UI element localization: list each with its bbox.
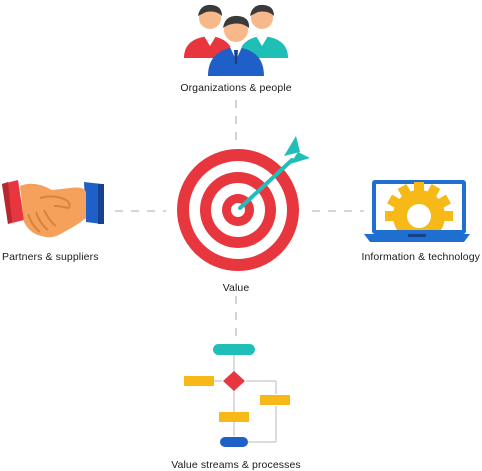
- laptop-gear-icon: [364, 180, 470, 242]
- center-label-value: Value: [222, 282, 250, 294]
- node-label-partners-suppliers: Partners & suppliers: [2, 251, 99, 263]
- handshake-icon: [2, 180, 104, 238]
- flowchart-icon: [184, 344, 290, 447]
- people-group-icon: [184, 4, 288, 76]
- node-label-value-streams-processes: Value streams & processes: [171, 459, 301, 471]
- node-label-organizations-people: Organizations & people: [180, 82, 292, 94]
- target-with-arrow-icon: [177, 136, 310, 271]
- node-label-information-technology: Information & technology: [361, 251, 480, 263]
